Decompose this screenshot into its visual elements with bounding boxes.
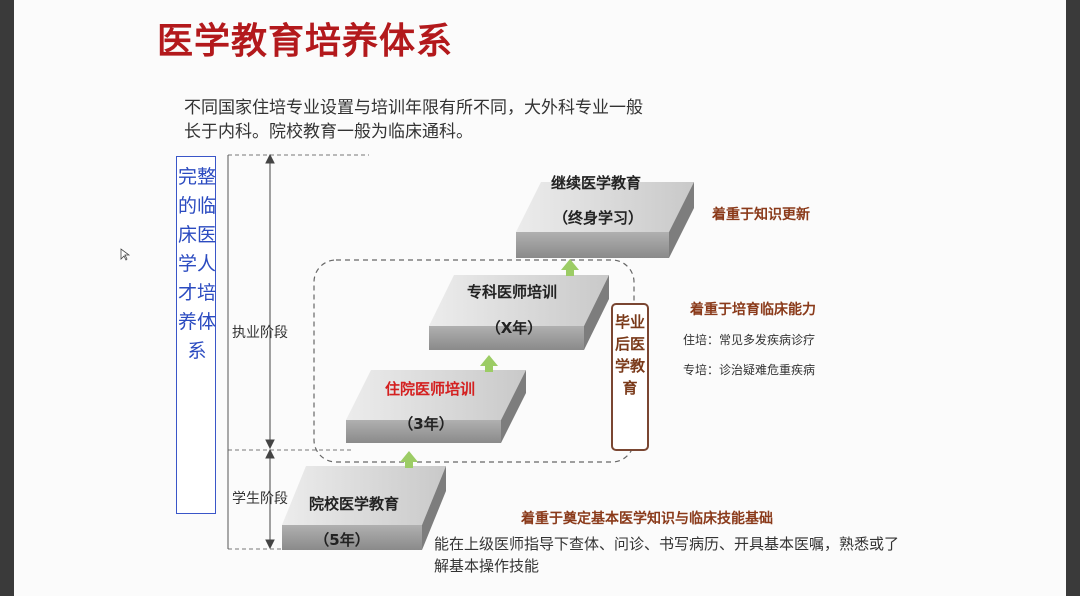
stage-continuing-duration: （终身学习）	[552, 209, 643, 227]
foundation-description: 能在上级医师指导下查体、问诊、书写病历、开具基本医嘱，熟悉或了解基本操作技能	[434, 535, 900, 575]
phase-arrows	[265, 153, 275, 550]
phase-practice: 执业阶段	[232, 325, 288, 341]
platform-resident	[346, 370, 526, 443]
platform-college	[282, 466, 446, 550]
dashed-guides	[228, 154, 369, 550]
stage-college-name: 院校医学教育	[308, 495, 399, 513]
mouse-cursor-icon	[120, 248, 130, 261]
phase-student: 学生阶段	[232, 491, 288, 507]
vertical-label-box: 完整的临床医学人才培养体系	[176, 156, 216, 514]
stage-resident-duration: （3年）	[398, 415, 454, 433]
note-knowledge-update: 着重于知识更新	[712, 207, 810, 223]
green-arrows	[400, 259, 579, 468]
note-resident: 住培：常见多发疾病诊疗	[683, 333, 816, 347]
stage-specialist-name: 专科医师培训	[466, 283, 557, 301]
stage-specialist-duration: （X年）	[485, 319, 543, 337]
note-clinical-ability: 着重于培育临床能力	[690, 302, 816, 318]
postgrad-box: 毕业后医学教育	[611, 303, 649, 451]
intro-text: 不同国家住培专业设置与培训年限有所不同，大外科专业一般长于内科。院校教育一般为临…	[184, 98, 643, 142]
stage-resident-name: 住院医师培训	[384, 380, 475, 398]
postgrad-label: 毕业后医学教育	[614, 313, 645, 397]
stage-college-duration: （5年）	[314, 531, 370, 549]
diagram-graphics	[227, 153, 694, 550]
page-title: 医学教育培养体系	[157, 21, 454, 62]
slide: 医学教育培养体系 不同国家住培专业设置与培训年限有所不同，大外科专业一般长于内科…	[14, 0, 1066, 596]
platform-continuing	[516, 182, 694, 258]
vertical-label: 完整的临床医学人才培养体系	[177, 166, 216, 362]
platform-specialist	[429, 275, 609, 350]
note-specialist: 专培：诊治疑难危重疾病	[683, 363, 816, 377]
stage-continuing-name: 继续医学教育	[550, 174, 641, 192]
note-foundation: 着重于奠定基本医学知识与临床技能基础	[521, 511, 773, 527]
